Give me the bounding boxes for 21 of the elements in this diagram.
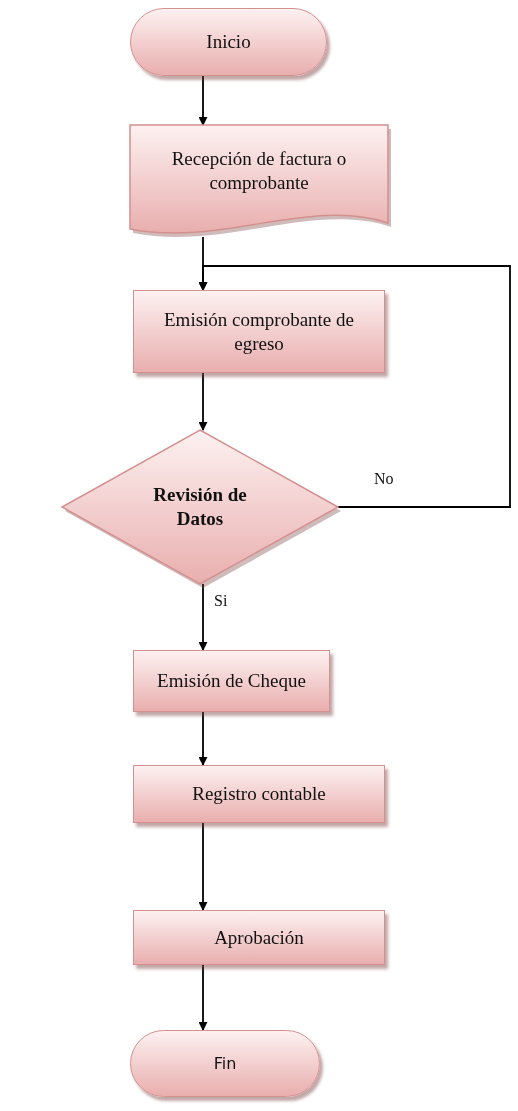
document-shape (130, 125, 388, 237)
process-box (133, 650, 330, 712)
node-text: Recepción de factura o comprobante (170, 147, 348, 195)
node-text: Inicio (205, 30, 252, 54)
node-text: Registro contable (191, 782, 327, 806)
arrow (198, 964, 208, 1031)
node-text: Aprobación (213, 925, 305, 950)
arrow (198, 265, 511, 508)
arrow (198, 75, 208, 126)
process-box (133, 910, 385, 965)
process-box (133, 765, 385, 823)
arrow (198, 583, 208, 651)
terminal-pill (130, 1030, 320, 1097)
arrow (198, 711, 208, 766)
node-text: Emisión comprobante de egreso (163, 307, 355, 356)
node-text: Fin (212, 1053, 238, 1074)
process-box (133, 290, 385, 373)
terminal-pill (130, 8, 327, 76)
node-text: Emisión de Cheque (156, 669, 307, 693)
arrow (198, 372, 208, 431)
arrow (198, 822, 208, 911)
